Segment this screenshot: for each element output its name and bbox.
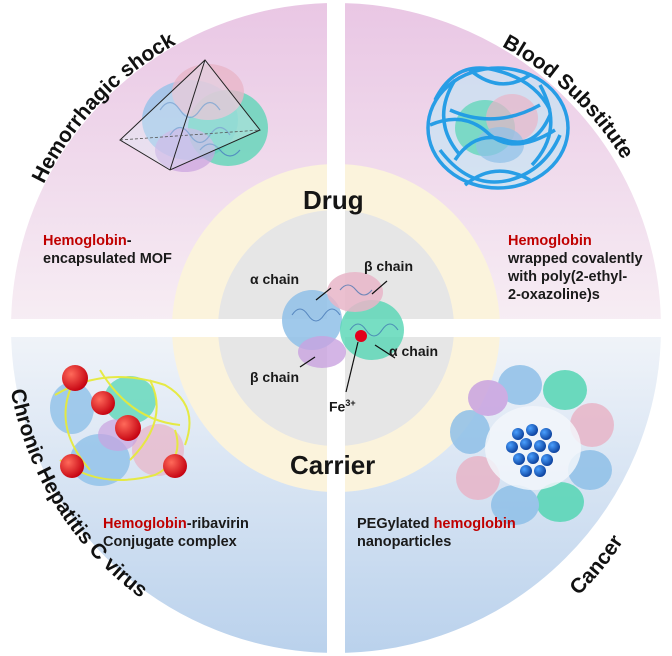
polymer-wrapped-hemoglobin [426, 66, 570, 190]
mof-illustration [119, 59, 268, 172]
hemoglobin-center [282, 272, 404, 393]
caption-top-left: Hemoglobin- encapsulated MOF [43, 232, 172, 268]
caption-br-pre: PEGylated [357, 516, 434, 532]
iron-charge: 3+ [345, 398, 356, 408]
caption-bottom-left: Hemoglobin-ribavirin Conjugate complex [103, 515, 249, 551]
label-iron: Fe3+ [329, 398, 356, 415]
caption-tr-highlight: Hemoglobin [508, 233, 592, 249]
caption-bl-rest: -ribavirin [186, 516, 249, 532]
caption-tl-highlight: Hemoglobin [43, 233, 127, 249]
caption-tr-line3: with poly(2-ethyl- [508, 269, 628, 285]
caption-tl-line2: encapsulated MOF [43, 251, 172, 267]
caption-tl-rest: - [126, 233, 132, 249]
label-beta-chain-1: β chain [364, 258, 413, 274]
label-beta-chain-2: β chain [250, 369, 299, 385]
caption-top-right: Hemoglobin wrapped covalently with poly(… [508, 232, 643, 304]
caption-bl-line2: Conjugate complex [103, 534, 237, 550]
caption-br-highlight: hemoglobin [433, 516, 516, 532]
caption-tr-line4: 2-oxazoline)s [508, 287, 600, 303]
heme-iron-marker [355, 330, 367, 342]
ribavirin-conjugate [50, 365, 191, 486]
pegylated-nanoparticle [450, 365, 614, 525]
ring-label-drug: Drug [303, 185, 364, 215]
caption-bottom-right: PEGylated hemoglobin nanoparticles [357, 515, 516, 551]
label-alpha-chain-2: α chain [389, 343, 439, 359]
caption-tr-line2: wrapped covalently [508, 251, 643, 267]
caption-br-line2: nanoparticles [357, 534, 452, 550]
iron-symbol: Fe [329, 398, 346, 415]
ring-label-carrier: Carrier [290, 450, 376, 480]
label-alpha-chain-1: α chain [250, 271, 300, 287]
caption-bl-highlight: Hemoglobin [103, 516, 187, 532]
